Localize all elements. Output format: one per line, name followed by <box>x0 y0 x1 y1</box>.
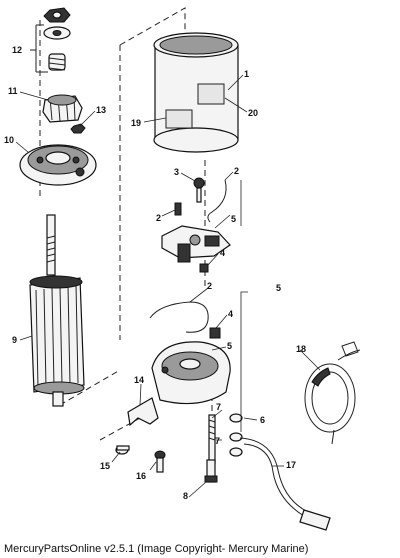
field-magnet-ring <box>304 341 361 445</box>
terminal-stud <box>204 459 218 483</box>
brush-spring <box>174 202 182 216</box>
callout-3: 3 <box>174 167 179 177</box>
leader-lines <box>15 74 321 498</box>
callout-4a: 4 <box>220 248 225 258</box>
callout-18: 18 <box>296 344 306 354</box>
callout-5a: 5 <box>231 214 236 224</box>
brush-lead-lower <box>149 301 209 333</box>
battery-cable <box>239 437 331 531</box>
callout-13: 13 <box>96 105 106 115</box>
callout-2c: 2 <box>207 281 212 291</box>
drive-end-housing <box>151 341 231 405</box>
nut-4-lower <box>209 327 221 339</box>
washer-7 <box>229 432 243 442</box>
terminal-screw <box>193 177 205 203</box>
callout-9: 9 <box>12 335 17 345</box>
screw-16 <box>154 450 166 473</box>
callout-2a: 2 <box>234 166 239 176</box>
nut-washer-spring-stack <box>43 7 71 71</box>
callout-1: 1 <box>244 69 249 79</box>
callout-15: 15 <box>100 461 110 471</box>
callout-8: 8 <box>183 491 188 501</box>
callout-12: 12 <box>12 45 22 55</box>
callout-7b: 7 <box>215 436 220 446</box>
washer-7b <box>229 447 243 457</box>
callout-20: 20 <box>248 108 258 118</box>
label-patch-19 <box>165 109 193 129</box>
drive-pinion <box>42 94 83 123</box>
callout-6: 6 <box>260 415 265 425</box>
callout-19: 19 <box>131 118 141 128</box>
assembly-guide-lines <box>39 7 213 441</box>
callout-11: 11 <box>8 86 18 96</box>
copyright-caption: MercuryPartsOnline v2.5.1 (Image Copyrig… <box>4 543 309 555</box>
brush-lead-upper <box>207 179 227 223</box>
callout-7a: 7 <box>216 402 221 412</box>
callout-4b: 4 <box>228 309 233 319</box>
commutator-end-frame <box>19 144 97 186</box>
brush-holder <box>161 225 231 263</box>
washer-6 <box>229 413 243 423</box>
nut-4-upper <box>199 263 209 273</box>
mounting-bracket <box>127 397 159 427</box>
callout-17: 17 <box>286 460 296 470</box>
callout-5b: 5 <box>276 283 281 293</box>
callout-5c: 5 <box>227 341 232 351</box>
callout-16: 16 <box>136 471 146 481</box>
exploded-parts-diagram: 1 20 19 3 2 2 5 4 5 2 4 5 18 9 10 11 12 … <box>4 7 361 531</box>
armature <box>29 214 85 407</box>
small-nut <box>70 123 86 134</box>
screw-15 <box>115 445 130 455</box>
callout-14: 14 <box>134 375 144 385</box>
callout-labels: 1 20 19 3 2 2 5 4 5 2 4 5 18 9 10 11 12 … <box>4 45 306 501</box>
callout-2b: 2 <box>156 213 161 223</box>
label-patch-20 <box>197 83 225 105</box>
callout-10: 10 <box>4 135 14 145</box>
motor-frame-housing <box>153 32 239 153</box>
